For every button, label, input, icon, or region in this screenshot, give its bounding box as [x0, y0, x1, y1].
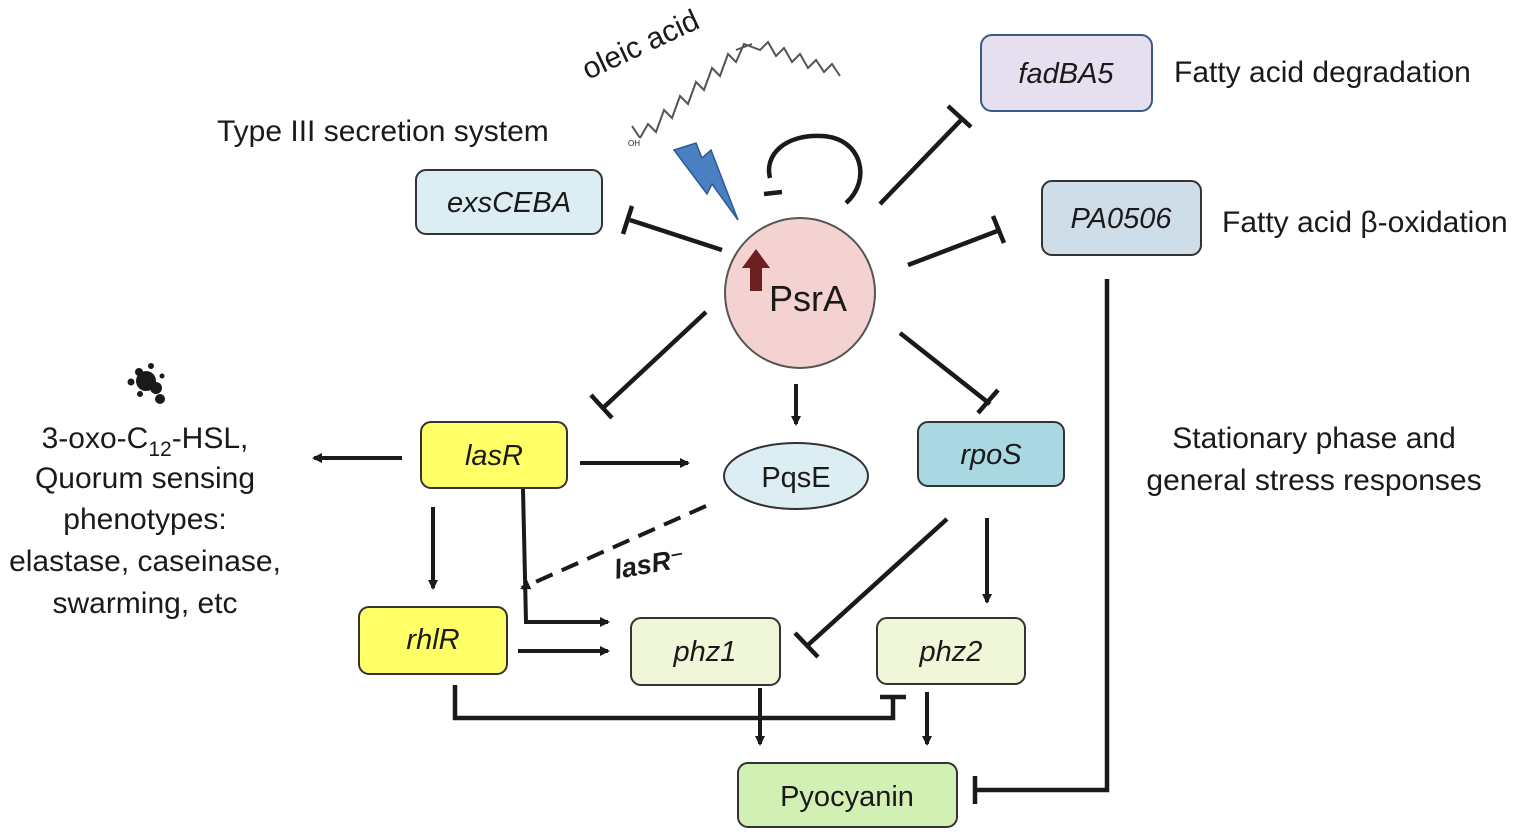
phz2-label: phz2	[919, 636, 983, 668]
node-fadba5: fadBA5	[980, 34, 1153, 112]
stationary-phase-label-line2: general stress responses	[1146, 464, 1481, 497]
edge-psra-inhibits-pa0506	[907, 215, 1007, 268]
psra-label: PsrA	[769, 278, 847, 319]
pqse-label: PqsE	[761, 462, 830, 494]
edge-lasr-activates-phz1	[521, 488, 610, 627]
edge-rpos-inhibits-phz1	[793, 517, 949, 659]
pa0506-label: PA0506	[1070, 203, 1172, 235]
lasr-minus-label: lasR⁻	[612, 543, 687, 585]
lasr-label: lasR	[465, 440, 523, 472]
node-rpos: rpoS	[917, 421, 1065, 487]
edge-psra-inhibits-fadba5	[878, 104, 973, 206]
phz1-label: phz1	[673, 636, 737, 668]
oleic-acid-label: oleic acid	[577, 4, 704, 87]
psra-self-repression-loop	[763, 133, 863, 205]
pyocyanin-label: Pyocyanin	[780, 781, 914, 813]
node-exsceba: exsCEBA	[415, 169, 603, 235]
type3-secretion-label: Type III secretion system	[217, 115, 549, 148]
qs-signal-label: 3-oxo-C12-HSL,	[42, 422, 249, 461]
qs-label-line3: phenotypes:	[63, 503, 226, 536]
upregulation-arrow-icon	[742, 249, 770, 291]
edge-pqse-to-rhlr-dashed	[520, 504, 707, 590]
edge-pa0506-inhibits-pyocyanin	[972, 279, 1110, 804]
node-phz2: phz2	[876, 617, 1026, 685]
beta-oxidation-label: Fatty acid β-oxidation	[1222, 206, 1508, 239]
autoinducer-molecules-icon	[127, 363, 165, 404]
node-lasr: lasR	[420, 421, 568, 489]
edge-psra-inhibits-exsceba	[620, 205, 723, 253]
oleic-acid-structure-icon: OH	[628, 40, 841, 148]
qs-label-line5: swarming, etc	[52, 587, 237, 620]
node-pa0506: PA0506	[1041, 180, 1202, 256]
edge-psra-inhibits-rpos	[898, 331, 1000, 415]
edge-psra-inhibits-lasr	[589, 310, 708, 420]
node-psra: PsrA	[724, 217, 876, 369]
lightning-bolt-icon	[672, 142, 739, 221]
qs-label-line2: Quorum sensing	[35, 462, 255, 495]
exsceba-label: exsCEBA	[447, 187, 571, 219]
node-phz1: phz1	[630, 617, 781, 686]
node-rhlr: rhlR	[358, 606, 508, 675]
node-pqse: PqsE	[723, 442, 869, 510]
hydroxyl-label: OH	[628, 139, 640, 148]
node-pyocyanin: Pyocyanin	[737, 762, 958, 828]
rpos-label: rpoS	[960, 439, 1022, 471]
stationary-phase-label-line1: Stationary phase and	[1172, 422, 1456, 455]
qs-label-line4: elastase, caseinase,	[9, 545, 281, 578]
fatty-acid-degradation-label: Fatty acid degradation	[1174, 56, 1471, 89]
rhlr-label: rhlR	[406, 624, 459, 656]
fadba5-label: fadBA5	[1018, 58, 1114, 90]
edge-rhlr-inhibits-phz2	[452, 685, 906, 721]
